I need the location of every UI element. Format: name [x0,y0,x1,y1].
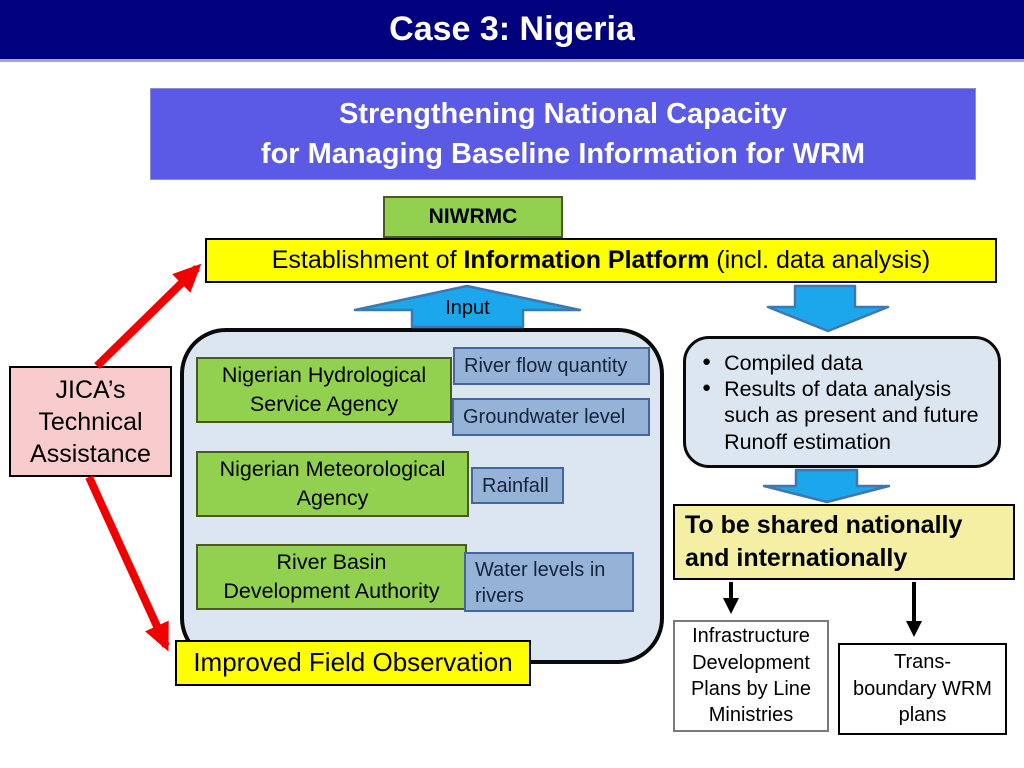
down-arrow-platform-to-compiled [766,284,890,333]
plan-line: boundary WRM [853,677,992,700]
measurement-box-groundwater: Groundwater level [452,398,650,436]
measurement-label: Water levels in rivers [475,559,606,607]
bullet-item: ● Results of data analysis such as prese… [702,376,990,455]
platform-text-prefix: Establishment of [271,246,464,274]
plan-line: Ministries [708,704,794,727]
shared-line: and internationally [685,544,908,572]
bullet-item: ● Compiled data [702,350,990,376]
slide-title: Case 3: Nigeria [389,10,635,48]
agency-name-line: Nigerian Hydrological [221,362,427,387]
shared-nationally-box: To be shared nationally and internationa… [673,504,1015,580]
plan-line: Trans- [893,651,952,674]
agency-box-river-basin: River Basin Development Authority [196,544,467,610]
bullet-text: Compiled data [724,351,863,375]
plan-line: Development [692,651,810,674]
plan-line: Infrastructure [692,625,810,648]
agency-name-line: Agency [296,486,369,510]
measurement-box-rainfall: Rainfall [471,467,564,504]
agency-box-hydrological: Nigerian Hydrological Service Agency [196,357,452,423]
infrastructure-plans-box: Infrastructure Development Plans by Line… [673,620,829,732]
improved-field-observation-box: Improved Field Observation [175,640,531,686]
red-arrow-to-platform [94,263,202,369]
transboundary-plans-box: Trans- boundary WRM plans [838,643,1007,735]
subtitle-line-2: for Managing Baseline Information for WR… [260,138,866,170]
jica-line: Assistance [30,439,151,468]
agency-name-line: Nigerian Meteorological [219,456,446,481]
agency-name-line: Development Authority [223,579,440,603]
measurement-label: Rainfall [482,474,549,497]
bullet-text: Results of data analysis such as present… [724,377,979,454]
subtitle-box: Strengthening National Capacity for Mana… [150,88,976,180]
platform-text-bold: Information Platform [463,246,710,274]
information-platform-box: Establishment of Information Platform (i… [205,238,997,283]
jica-line: Technical [38,407,143,436]
jica-technical-assistance-box: JICA’s Technical Assistance [9,366,172,477]
plan-line: Plans by Line [690,678,812,700]
title-banner: Case 3: Nigeria [0,0,1024,62]
down-arrow-compiled-to-shared [762,468,891,504]
platform-text-suffix: (incl. data analysis) [709,246,931,274]
plan-line: plans [898,704,947,727]
agency-name-line: Service Agency [249,392,399,416]
jica-line: JICA’s [55,375,126,404]
measurement-label: Groundwater level [463,406,626,428]
input-arrow-label: Input [445,297,490,319]
measurement-label: River flow quantity [464,355,628,377]
measurement-box-river-flow: River flow quantity [453,347,650,385]
subtitle-line-1: Strengthening National Capacity [339,97,787,130]
niwrmc-box: NIWRMC [383,196,563,238]
agency-box-meteorological: Nigerian Meteorological Agency [196,451,469,517]
shared-line: To be shared nationally [685,511,963,539]
measurement-box-water-levels: Water levels in rivers [464,552,634,612]
bullet-icon: ● [702,353,712,370]
red-arrow-to-field-observation [85,475,170,652]
compiled-data-box: ● Compiled data ● Results of data analys… [683,336,1001,468]
agency-name-line: River Basin [276,549,387,574]
bullet-icon: ● [702,379,712,397]
